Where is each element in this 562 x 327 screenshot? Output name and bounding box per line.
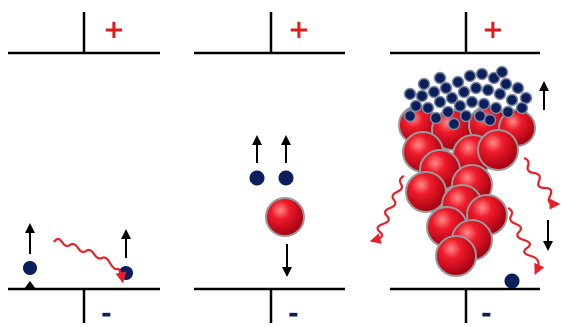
photon-wave	[507, 207, 545, 276]
cathode-1	[8, 287, 160, 323]
positive-label: +	[288, 15, 310, 45]
electron-dot	[278, 170, 294, 186]
cathode-2	[194, 287, 345, 323]
photon-wave	[53, 237, 127, 284]
photon-wave	[523, 156, 561, 210]
panel-1: + -	[8, 12, 160, 327]
ion-cluster	[398, 105, 536, 277]
electron-dot	[23, 261, 37, 275]
negative-label: -	[101, 299, 112, 327]
photon-wave	[369, 175, 405, 244]
positive-ion	[477, 129, 519, 171]
electron-cloud	[403, 65, 533, 131]
panel-3: + -	[369, 12, 561, 327]
anode-3	[390, 12, 540, 55]
positive-ion	[405, 171, 447, 213]
negative-label: -	[481, 299, 492, 327]
positive-label: +	[482, 15, 504, 45]
surface-bump	[24, 281, 36, 289]
positive-ion	[435, 235, 477, 277]
positive-ion	[265, 197, 305, 237]
anode-2	[194, 12, 345, 55]
positive-label: +	[103, 15, 125, 45]
electron-dot	[249, 170, 265, 186]
anode-1	[8, 12, 160, 55]
cathode-3	[390, 287, 540, 323]
negative-label: -	[288, 299, 299, 327]
electron-dot	[504, 273, 520, 289]
panel-2: + -	[194, 12, 345, 327]
